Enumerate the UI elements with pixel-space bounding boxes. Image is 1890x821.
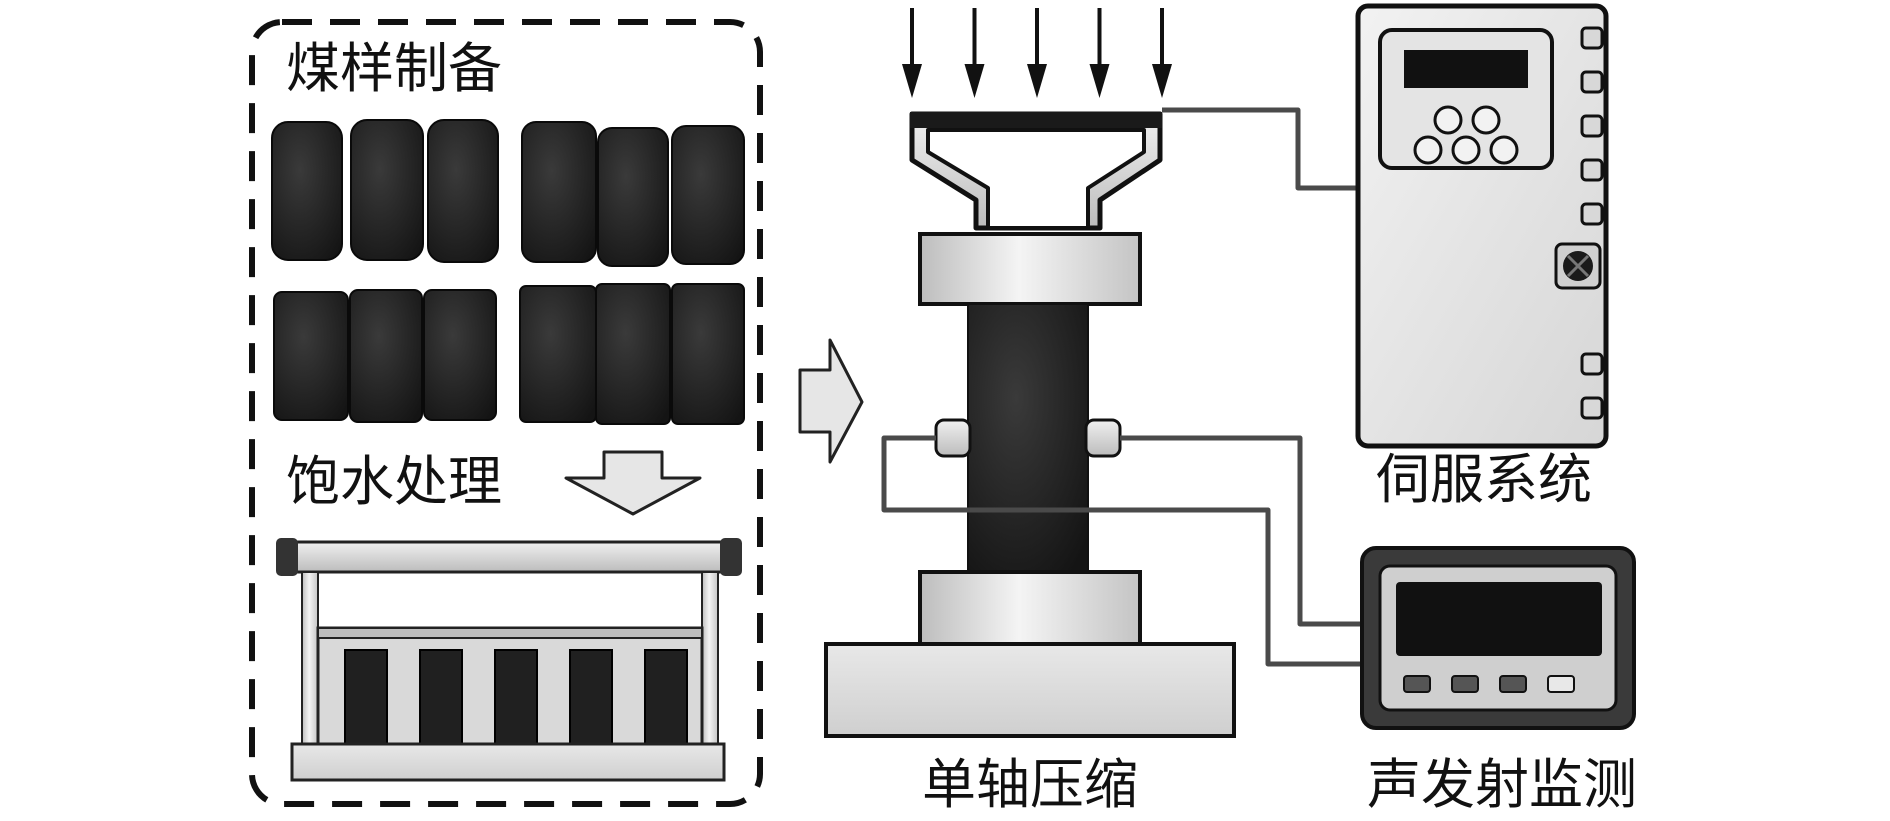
servo-dial-cross — [1566, 254, 1590, 278]
coal-sample — [271, 121, 343, 261]
servo-button — [1471, 105, 1501, 135]
load-arrow-icon — [902, 8, 922, 98]
servo-button — [1451, 135, 1481, 165]
servo-indicator — [1580, 396, 1604, 420]
ae-button — [1451, 675, 1479, 693]
servo-indicator — [1580, 114, 1604, 138]
cables — [881, 107, 1362, 667]
ae-monitor: 声发射监测 — [1360, 546, 1637, 816]
servo-indicator — [1580, 158, 1604, 182]
uniaxial-compression-label: 单轴压缩 — [922, 753, 1138, 816]
down-arrow-icon — [564, 450, 702, 516]
ae-button — [1499, 675, 1527, 693]
load-arrow-icon — [964, 8, 985, 98]
press-base — [824, 642, 1236, 738]
coal-sample-prep-label: 煤样制备 — [286, 37, 502, 100]
coal-sample — [671, 125, 745, 265]
saturated-sample — [644, 649, 688, 745]
servo-button — [1489, 135, 1519, 165]
ae-cable-right — [1120, 435, 1362, 627]
water-saturation-label: 饱水处理 — [286, 450, 502, 513]
loading-head-inner — [926, 128, 1146, 230]
coal-sample — [595, 283, 671, 425]
tank-post-left — [301, 571, 319, 745]
rail-cap-left — [276, 538, 298, 576]
coal-sample — [350, 119, 424, 261]
coal-sample — [273, 291, 349, 421]
right-arrow-icon — [798, 338, 864, 464]
coal-sample — [597, 127, 669, 267]
tank-top-rail — [278, 540, 740, 574]
servo-button — [1433, 105, 1463, 135]
tank-base — [290, 742, 726, 782]
upper-platen — [918, 232, 1142, 306]
sample-prep-panel: 煤样制备 饱水处理 — [249, 19, 763, 807]
coal-samples-bottom-left — [273, 289, 497, 423]
coal-sample — [349, 289, 423, 423]
coal-samples-top-left — [271, 119, 499, 263]
servo-cabinet: 伺服系统 — [1355, 3, 1609, 511]
coal-specimen — [967, 303, 1089, 573]
uniaxial-press: 单轴压缩 — [824, 8, 1236, 816]
tank-rim — [317, 627, 703, 639]
coal-samples-top-right — [521, 121, 745, 267]
lower-platen — [918, 570, 1142, 646]
servo-side-indicators — [1580, 26, 1604, 420]
saturated-sample — [569, 649, 613, 745]
ae-button — [1403, 675, 1431, 693]
ae-buttons — [1403, 675, 1575, 693]
saturated-sample — [494, 649, 538, 745]
ae-sensor-right — [1084, 418, 1122, 458]
ae-monitor-screen — [1396, 582, 1602, 656]
load-arrow-icon — [1027, 8, 1047, 98]
servo-indicator — [1580, 352, 1604, 376]
saturation-tank — [276, 538, 742, 782]
rail-cap-right — [720, 538, 742, 576]
servo-indicator — [1580, 26, 1604, 50]
coal-sample — [423, 289, 497, 421]
ae-sensor-left — [934, 418, 972, 458]
coal-sample — [519, 285, 597, 423]
load-arrow-icon — [1089, 8, 1110, 98]
servo-system-label: 伺服系统 — [1376, 448, 1592, 511]
load-arrows — [902, 8, 1172, 98]
tank-post-right — [701, 571, 719, 745]
servo-button — [1413, 135, 1443, 165]
loading-plate — [910, 112, 1162, 128]
saturated-sample — [344, 649, 388, 745]
ae-button — [1547, 675, 1575, 693]
dashed-frame — [249, 19, 763, 807]
acoustic-emission-label: 声发射监测 — [1367, 753, 1637, 816]
coal-sample — [671, 283, 745, 425]
coal-samples-bottom-right — [519, 283, 745, 425]
servo-buttons — [1413, 105, 1519, 165]
servo-indicator — [1580, 70, 1604, 94]
coal-sample — [521, 121, 597, 263]
servo-display — [1404, 50, 1528, 88]
load-arrow-icon — [1152, 8, 1172, 98]
servo-cable — [1162, 107, 1362, 191]
ae-cable-left — [881, 435, 1362, 667]
coal-sample — [427, 119, 499, 263]
tank-samples — [344, 649, 688, 745]
saturated-sample — [419, 649, 463, 745]
servo-indicator — [1580, 202, 1604, 226]
